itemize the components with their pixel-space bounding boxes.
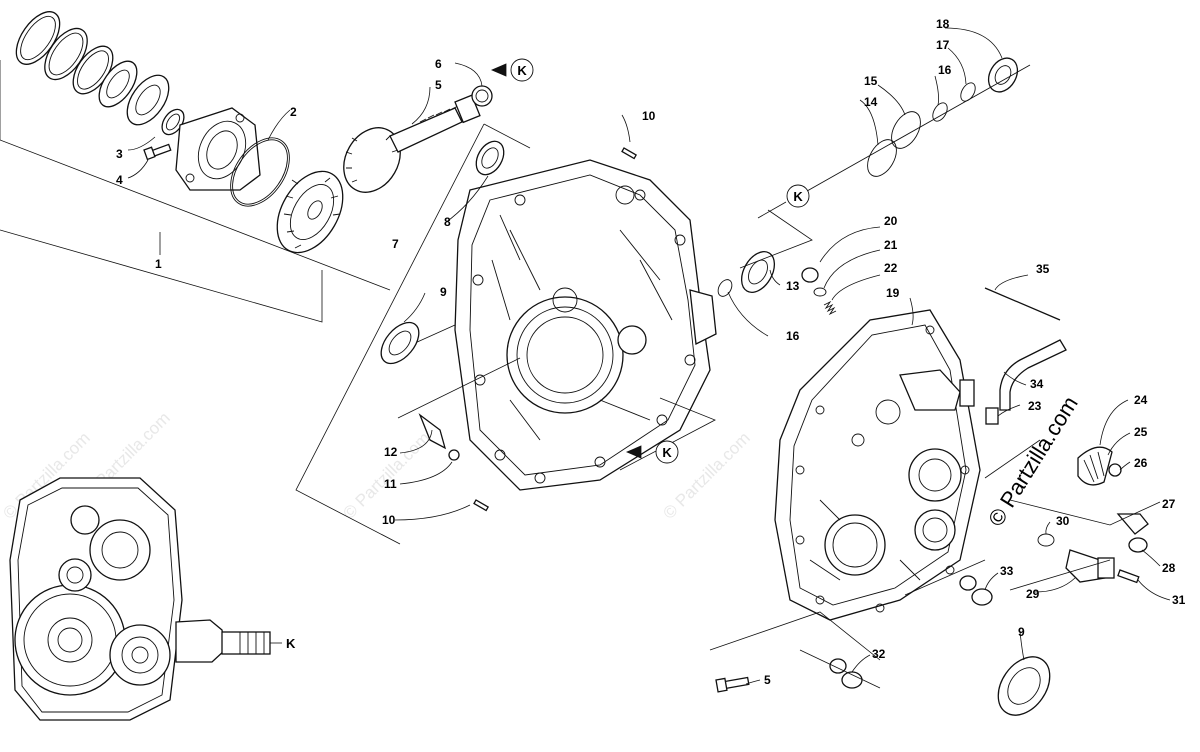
callout-16: 16: [938, 63, 952, 77]
callout-10: 10: [642, 109, 656, 123]
callout-12: 12: [384, 445, 398, 459]
callout-21: 21: [884, 238, 898, 252]
callout-20: 20: [884, 214, 898, 228]
callout-1: 1: [155, 257, 162, 271]
callout-26: 26: [1134, 456, 1148, 470]
callout-30: 30: [1056, 514, 1070, 528]
callout-5: 5: [764, 673, 771, 687]
callout-9: 9: [1018, 625, 1025, 639]
callout-8: 8: [444, 215, 451, 229]
callout-15: 15: [864, 74, 878, 88]
callout-19: 19: [886, 286, 900, 300]
callout-7: 7: [392, 237, 399, 251]
right-case-half: [774, 309, 981, 621]
callout-24: 24: [1134, 393, 1148, 407]
callout-29: 29: [1026, 587, 1040, 601]
k-reference-tag: K: [757, 184, 810, 219]
k-marker-label: K: [793, 189, 803, 204]
callout-18: 18: [936, 17, 950, 31]
callout-3: 3: [116, 147, 123, 161]
callout-5: 5: [435, 78, 442, 92]
k-inset-label: K: [286, 636, 296, 651]
k-marker-label: K: [662, 445, 672, 460]
callout-22: 22: [884, 261, 898, 275]
callout-2: 2: [290, 105, 297, 119]
callout-6: 6: [435, 57, 442, 71]
inset-assembled-view: [9, 477, 282, 721]
callout-33: 33: [1000, 564, 1014, 578]
case-seals: [380, 140, 638, 512]
k-marker-label: K: [517, 63, 527, 78]
callout-11: 11: [384, 477, 397, 491]
callout-leaders: [127, 27, 1171, 685]
callout-25: 25: [1134, 425, 1148, 439]
k-marker-label: K: [286, 636, 296, 651]
callout-31: 31: [1172, 593, 1186, 607]
callout-14: 14: [864, 95, 878, 109]
callout-numbers: 1 2 3 4 5 6 7 8 9 10 10 11 12 13 14 15 1…: [116, 17, 1186, 687]
callout-27: 27: [1162, 497, 1176, 511]
callout-17: 17: [936, 38, 950, 52]
watermark-text: © Partzilla.com: [659, 428, 753, 522]
right-shaft-assembly: [717, 57, 1031, 297]
callout-13: 13: [786, 279, 800, 293]
callout-9: 9: [440, 285, 447, 299]
k-reference-tag: K: [625, 440, 679, 464]
k-reference-tag: K: [490, 58, 534, 82]
center-case-half: [454, 159, 717, 491]
callout-10: 10: [382, 513, 396, 527]
callout-16: 16: [786, 329, 800, 343]
left-shaft-assembly: [15, 11, 493, 254]
callout-32: 32: [872, 647, 886, 661]
group-bracket-1: [0, 60, 391, 323]
watermark-text: © Partzilla.com: [339, 428, 433, 522]
right-small-parts: [709, 267, 1161, 716]
callout-4: 4: [116, 173, 123, 187]
callout-28: 28: [1162, 561, 1176, 575]
callout-23: 23: [1028, 399, 1042, 413]
callout-35: 35: [1036, 262, 1050, 276]
callout-34: 34: [1030, 377, 1044, 391]
